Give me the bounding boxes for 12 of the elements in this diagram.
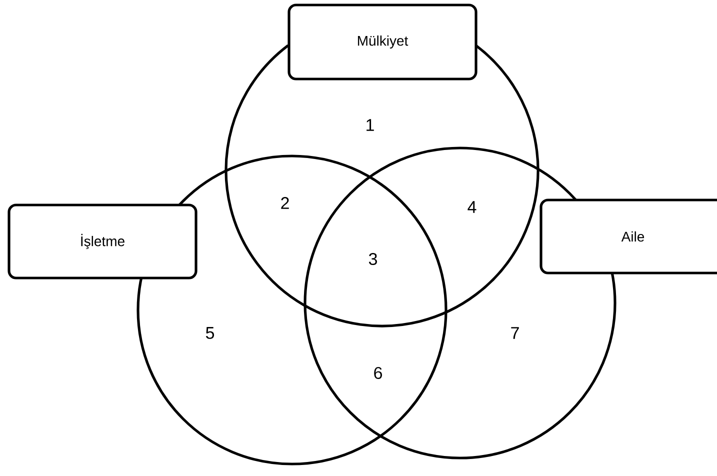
region-number: 1	[366, 119, 374, 131]
label-box: Mülkiyet	[288, 4, 478, 80]
label-box: Aile	[540, 198, 717, 274]
venn-circle	[136, 154, 448, 466]
region-number: 3	[368, 252, 377, 266]
region-number: 5	[206, 327, 214, 339]
region-number: 7	[511, 327, 519, 339]
region-number: 4	[468, 201, 476, 213]
region-number: 2	[281, 197, 289, 209]
venn-circle	[304, 146, 616, 460]
label-box: İşletme	[8, 204, 198, 280]
region-number: 6	[374, 366, 382, 380]
